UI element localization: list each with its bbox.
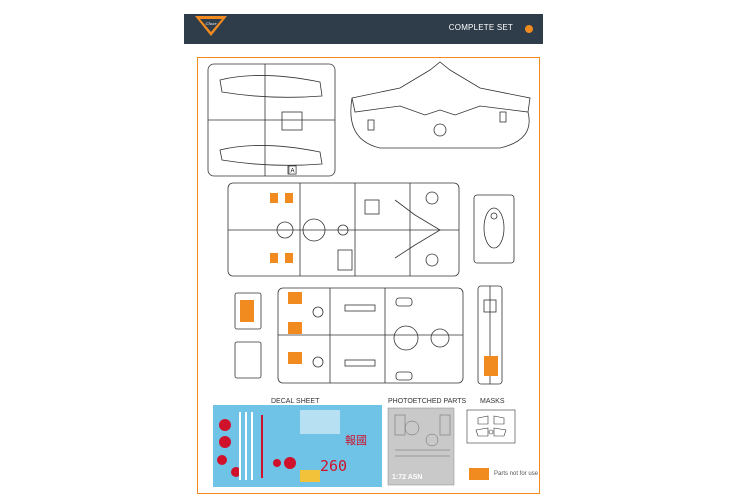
decal-sheet: 報國 260 <box>213 405 382 487</box>
pe-fret-label: 1:72 ASN <box>392 474 422 481</box>
header-bar: COMPLETE SET <box>184 14 543 44</box>
decal-kanji: 報國 <box>345 434 367 447</box>
sprue-b-frame <box>227 182 460 277</box>
sprue-canopy-frame <box>473 194 515 264</box>
masks-caption: MASKS <box>480 398 505 405</box>
svg-text:Clear: Clear <box>205 21 217 26</box>
header-title: COMPLETE SET <box>448 23 513 32</box>
decal-number: 260 <box>320 457 347 475</box>
masks-sheet <box>466 409 516 444</box>
wing-outline <box>351 61 531 116</box>
pe-fret: 1:72 ASN <box>387 407 455 486</box>
content-frame <box>197 57 540 494</box>
not-for-use-parts <box>240 193 498 376</box>
photoetched-caption: PHOTOETCHED PARTS <box>388 398 467 405</box>
sprue-a-label: A <box>290 169 294 175</box>
sprue-c-frame <box>277 287 464 384</box>
header-dot-icon <box>525 25 533 33</box>
legend-text: Parts not for use <box>494 471 539 477</box>
brand-logo: Clear <box>195 16 227 36</box>
legend-swatch <box>469 468 489 480</box>
decal-sheet-caption: DECAL SHEET <box>271 398 320 405</box>
